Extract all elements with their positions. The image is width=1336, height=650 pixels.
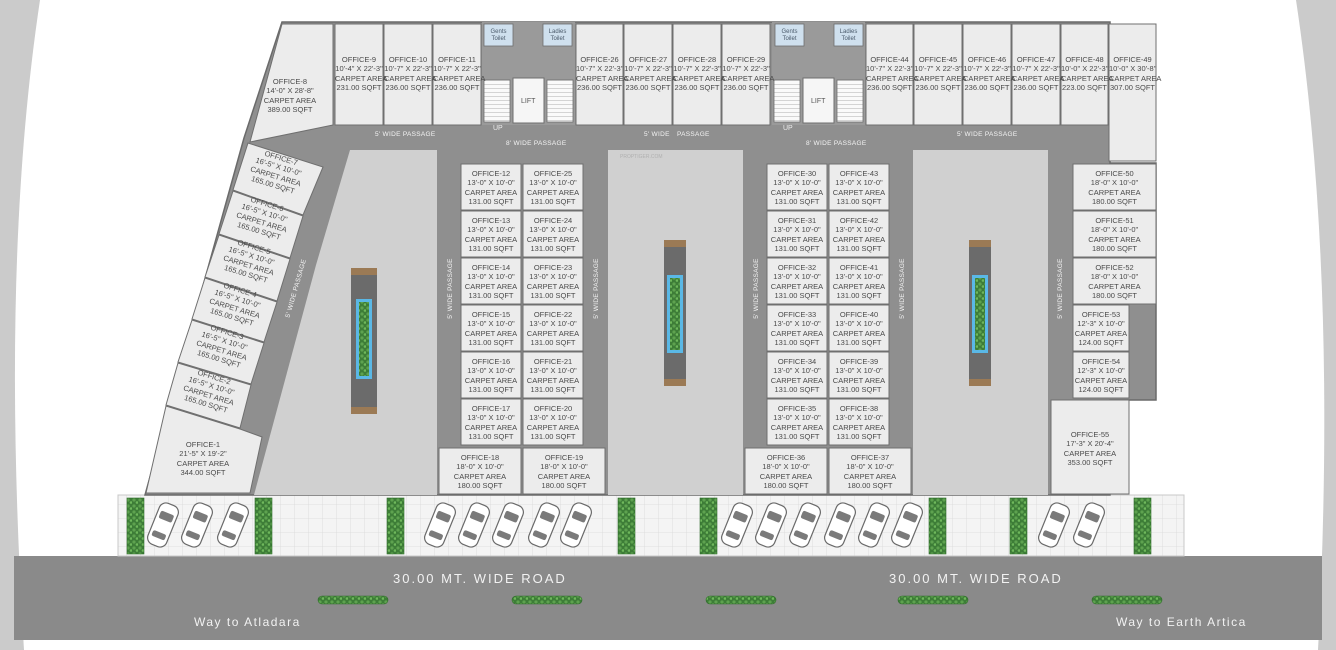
core-1 xyxy=(482,22,575,125)
parked-car xyxy=(423,502,457,548)
passage-label: 8' WIDE PASSAGE xyxy=(506,140,567,147)
parked-car xyxy=(180,502,214,548)
road-label-right: 30.00 MT. WIDE ROAD xyxy=(889,571,1063,586)
parked-car xyxy=(491,502,525,548)
lift-label: LIFT xyxy=(811,98,826,105)
stairs-up-label: UP xyxy=(783,125,793,132)
road-label-left: 30.00 MT. WIDE ROAD xyxy=(393,571,567,586)
parked-car xyxy=(788,502,822,548)
block-1 xyxy=(438,163,606,495)
parked-car xyxy=(146,502,180,548)
passage-label: 5' WIDE PASSAGE xyxy=(446,258,454,319)
direction-right: Way to Earth Artica xyxy=(1116,615,1247,629)
passage-label: 5' WIDE PASSAGE xyxy=(1056,258,1064,319)
direction-left: Way to Atladara xyxy=(194,615,301,629)
right-offices xyxy=(1050,163,1157,495)
passage-label: 8' WIDE PASSAGE xyxy=(806,140,867,147)
parked-car xyxy=(457,502,491,548)
parked-car xyxy=(559,502,593,548)
water-features xyxy=(351,240,991,414)
parked-car xyxy=(720,502,754,548)
passage-label: 5' WIDE PASSAGE xyxy=(957,131,1018,138)
passage-label: PASSAGE xyxy=(677,131,710,138)
passage-label: 5' WIDE PASSAGE xyxy=(898,258,906,319)
office-8-room xyxy=(249,23,334,143)
parked-car xyxy=(890,502,924,548)
passage-label: 5' WIDE xyxy=(644,131,670,138)
top-row-offices xyxy=(334,23,1157,162)
parked-car xyxy=(1072,502,1106,548)
passage-label: 5' WIDE PASSAGE xyxy=(375,131,436,138)
parking-strip xyxy=(117,494,1185,557)
parked-car xyxy=(754,502,788,548)
stairs-up-label: UP xyxy=(493,125,503,132)
courtyard-1 xyxy=(254,150,437,495)
block-2 xyxy=(744,163,912,495)
parked-car xyxy=(216,502,250,548)
parked-cars xyxy=(146,502,1106,548)
parked-car xyxy=(527,502,561,548)
core-2 xyxy=(772,22,865,125)
parking-hedges xyxy=(126,497,1152,555)
parked-car xyxy=(857,502,891,548)
parked-car xyxy=(823,502,857,548)
passage-label: 5' WIDE PASSAGE xyxy=(752,258,760,319)
passage-label: 5' WIDE PASSAGE xyxy=(592,258,600,319)
slanted-offices xyxy=(145,142,324,494)
lift-label: LIFT xyxy=(521,98,536,105)
svg-text:PROPTIGER.COM: PROPTIGER.COM xyxy=(620,154,663,160)
parked-car xyxy=(1037,502,1071,548)
median-hedges xyxy=(317,595,1163,605)
